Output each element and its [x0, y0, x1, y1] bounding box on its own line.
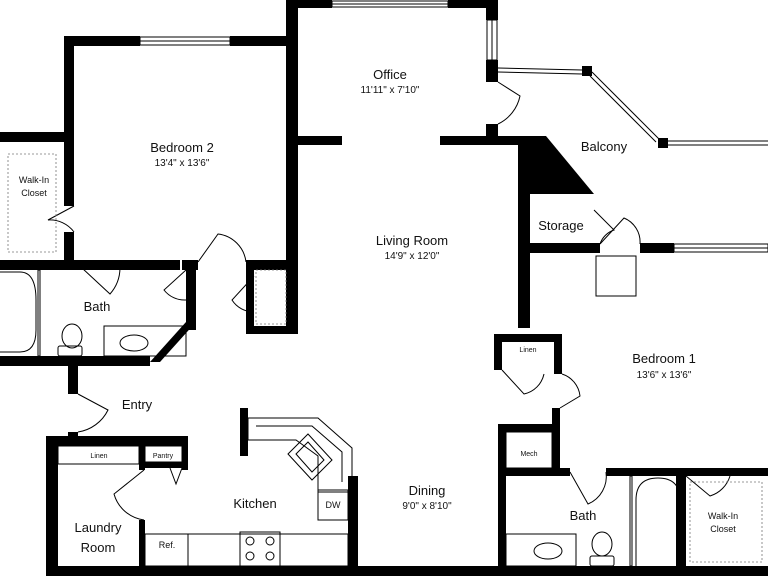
room-balcony-name: Balcony — [581, 139, 628, 154]
room-bath-left-name: Bath — [84, 299, 111, 314]
room-office-name: Office — [373, 67, 407, 82]
sink-left-icon — [119, 334, 149, 352]
room-dining-dims: 9'0" x 8'10" — [402, 501, 452, 512]
room-laundry-line1: Laundry — [75, 520, 122, 535]
room-bedroom2-dims: 13'4" x 13'6" — [155, 158, 210, 169]
bathtub-left-icon — [0, 271, 37, 353]
stove-icon — [239, 531, 281, 567]
room-labels: Office 11'11" x 7'10" Bedroom 2 13'4" x … — [19, 67, 738, 555]
refrigerator-icon — [144, 533, 189, 567]
room-pantry-name: Pantry — [153, 453, 174, 460]
room-entry-name: Entry — [122, 397, 153, 412]
room-ref-name: Ref. — [159, 540, 176, 550]
fixtures — [0, 153, 763, 567]
room-living-name: Living Room — [376, 233, 448, 248]
room-mech-name: Mech — [520, 451, 537, 458]
room-linen-right-name: Linen — [519, 347, 536, 354]
toilet-left-icon — [61, 323, 83, 349]
room-bedroom2-name: Bedroom 2 — [150, 140, 214, 155]
room-living-dims: 14'9" x 12'0" — [385, 251, 440, 262]
room-linen-left-name: Linen — [90, 453, 107, 460]
room-bath-right-name: Bath — [570, 508, 597, 523]
room-walkin-right-line1: Walk-In — [708, 511, 738, 521]
kitchen-sink-icon — [287, 433, 333, 481]
bathtub-right-icon — [635, 477, 681, 566]
room-walkin-left-line2: Closet — [21, 188, 47, 198]
room-office-dims: 11'11" x 7'10" — [361, 85, 420, 96]
toilet-right-icon — [591, 531, 613, 557]
room-walkin-right-line2: Closet — [710, 524, 736, 534]
room-bedroom1-name: Bedroom 1 — [632, 351, 696, 366]
room-laundry-line2: Room — [81, 540, 116, 555]
room-walkin-left-line1: Walk-In — [19, 175, 49, 185]
toilet-left-tank-icon — [57, 345, 83, 357]
windows — [139, 0, 768, 253]
room-dining-name: Dining — [409, 483, 446, 498]
room-kitchen-name: Kitchen — [233, 496, 276, 511]
room-bedroom1-dims: 13'6" x 13'6" — [637, 370, 692, 381]
doors — [47, 81, 731, 521]
room-dw-name: DW — [326, 500, 341, 510]
sink-right-icon — [533, 542, 563, 560]
room-storage-name: Storage — [538, 218, 584, 233]
dishwasher-icon — [317, 489, 349, 521]
